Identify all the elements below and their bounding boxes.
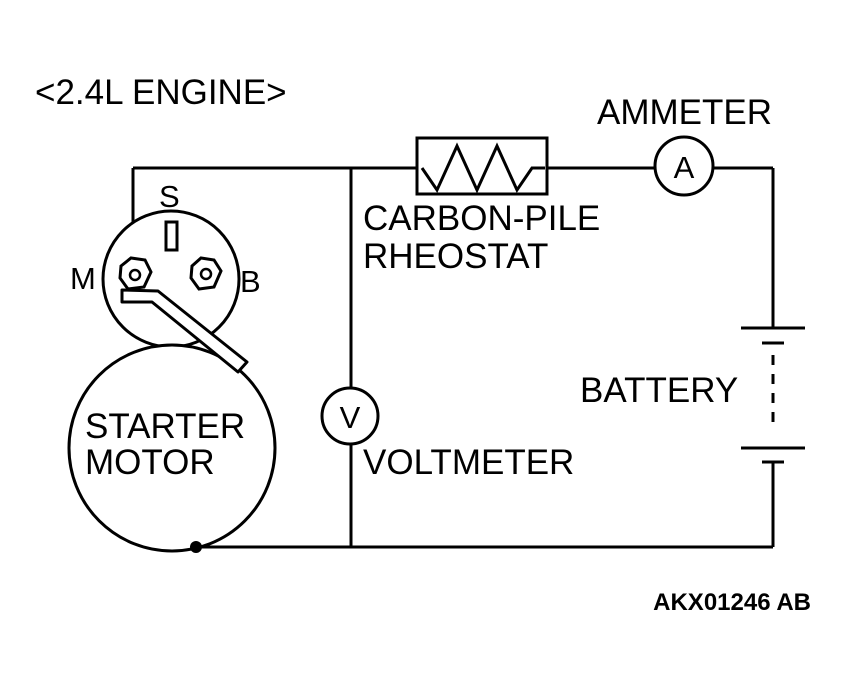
voltmeter: V [320, 386, 380, 446]
b-terminal-bolt [199, 267, 213, 281]
battery-label: BATTERY [580, 371, 738, 410]
starter-motor-label-line2: MOTOR [85, 443, 215, 482]
voltmeter-symbol: V [340, 400, 361, 435]
engine-title: <2.4L ENGINE> [35, 73, 287, 112]
ammeter-label: AMMETER [597, 93, 772, 132]
ammeter-symbol: A [674, 150, 695, 185]
rheostat-label-line1: CARBON-PILE [363, 199, 600, 238]
motor-housing [67, 343, 277, 553]
b-terminal-label: B [240, 264, 261, 299]
s-terminal-label: S [159, 179, 180, 214]
ammeter: A [653, 135, 715, 197]
starter-motor-label-line1: STARTER [85, 407, 245, 446]
ground-connection-dot [190, 541, 202, 553]
voltmeter-gauge-icon [320, 386, 380, 446]
s-terminal-icon [164, 220, 179, 252]
m-terminal-strap [120, 288, 249, 374]
carbon-pile-rheostat [415, 136, 549, 196]
m-terminal-label: M [70, 261, 96, 296]
rheostat-label-line2: RHEOSTAT [363, 237, 548, 276]
battery-symbol-icon [741, 326, 805, 464]
m-terminal-bolt [128, 268, 142, 282]
circuit-wires [131, 166, 775, 549]
rheostat-box [415, 136, 549, 196]
resistor-zigzag-icon [420, 142, 545, 194]
starter-motor [67, 209, 277, 553]
voltmeter-label: VOLTMETER [363, 443, 574, 482]
ammeter-gauge-icon [653, 135, 715, 197]
figure-code: AKX01246 AB [653, 589, 811, 616]
